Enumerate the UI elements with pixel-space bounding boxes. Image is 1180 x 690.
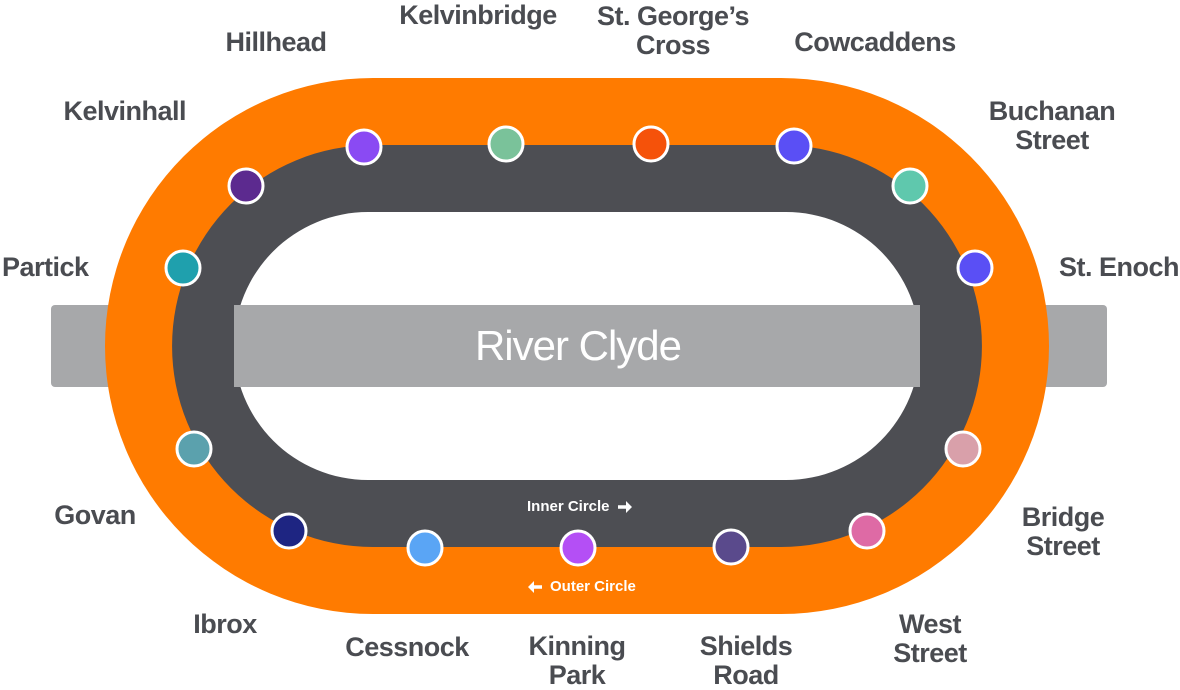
- station-dots: [164, 125, 994, 567]
- station-dot-cowcaddens[interactable]: [775, 127, 813, 165]
- river-clyde-crossing: [234, 305, 920, 387]
- station-dot-ibrox[interactable]: [270, 512, 308, 550]
- station-label-cessnock[interactable]: Cessnock: [345, 632, 469, 662]
- station-dot-kelvinhall[interactable]: [227, 167, 265, 205]
- station-dot-shields-road[interactable]: [712, 528, 750, 566]
- station-label-kelvinhall[interactable]: Kelvinhall: [63, 96, 186, 126]
- station-dot-bridge-street[interactable]: [944, 430, 982, 468]
- station-dot-govan[interactable]: [175, 430, 213, 468]
- inner-direction-arrow-icon: [618, 501, 632, 513]
- station-label-kelvinbridge[interactable]: Kelvinbridge: [399, 0, 557, 30]
- station-label-st-enoch[interactable]: St. Enoch: [1059, 252, 1180, 282]
- inner-circle-label: Inner Circle: [527, 498, 610, 515]
- outer-direction-arrow-icon: [528, 581, 542, 593]
- station-label-st-georges-cross[interactable]: St. George’s Cross: [596, 1, 750, 60]
- station-label-shields-road[interactable]: Shields Road: [699, 631, 793, 690]
- station-label-buchanan-street[interactable]: Buchanan Street: [988, 96, 1116, 155]
- station-dot-kinning-park[interactable]: [559, 529, 597, 567]
- station-label-govan[interactable]: Govan: [54, 500, 136, 530]
- station-label-hillhead[interactable]: Hillhead: [225, 27, 327, 57]
- station-label-cowcaddens[interactable]: Cowcaddens: [794, 27, 956, 57]
- station-label-ibrox[interactable]: Ibrox: [193, 609, 257, 639]
- station-dot-cessnock[interactable]: [406, 529, 444, 567]
- station-dot-west-street[interactable]: [848, 512, 886, 550]
- station-dot-buchanan-street[interactable]: [891, 167, 929, 205]
- station-dot-st-enoch[interactable]: [956, 249, 994, 287]
- station-label-bridge-street[interactable]: Bridge Street: [1021, 502, 1105, 561]
- station-dot-kelvinbridge[interactable]: [487, 125, 525, 163]
- station-label-partick[interactable]: Partick: [2, 252, 89, 282]
- river-label: River Clyde: [474, 322, 682, 369]
- station-label-west-street[interactable]: West Street: [893, 609, 967, 668]
- outer-circle-label: Outer Circle: [550, 578, 636, 595]
- station-dot-hillhead[interactable]: [345, 128, 383, 166]
- station-dot-partick[interactable]: [164, 249, 202, 287]
- station-dot-st-george-s-cross[interactable]: [632, 125, 670, 163]
- station-label-kinning-park[interactable]: Kinning Park: [528, 631, 626, 690]
